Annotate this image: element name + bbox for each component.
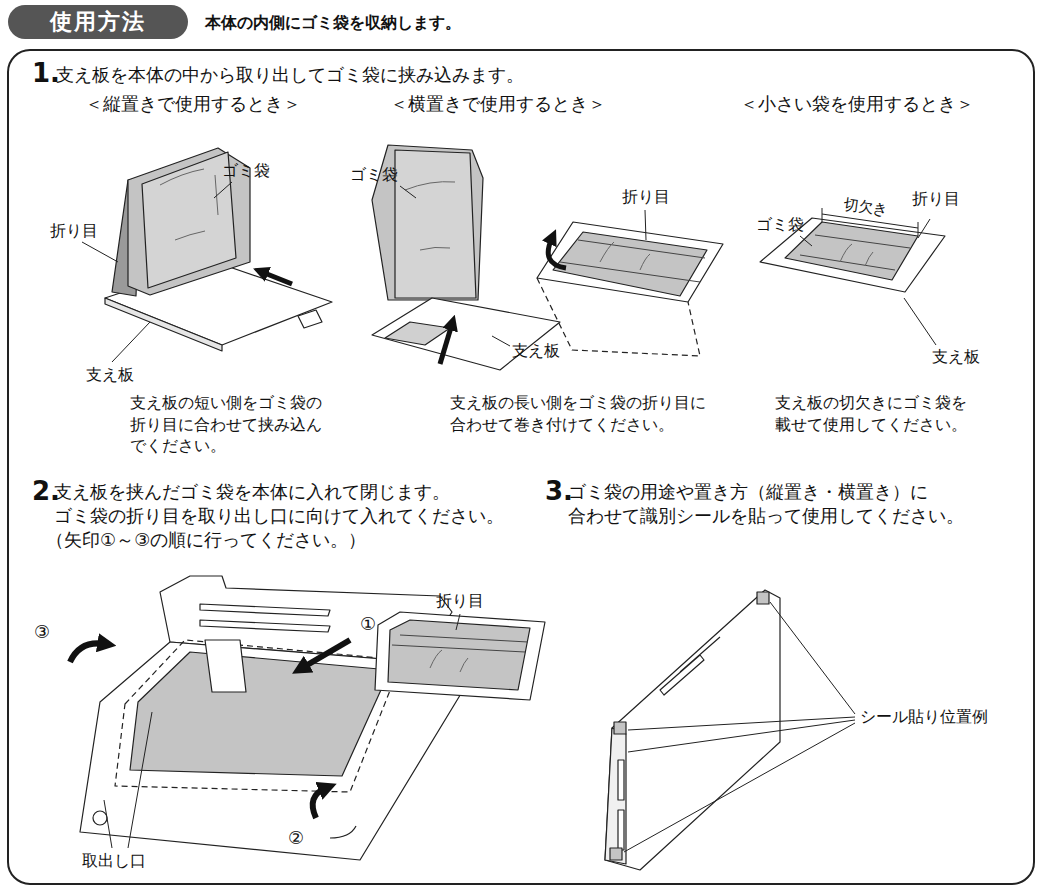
- callout-number: ①: [360, 612, 376, 636]
- step-text: 支え板を挟んだゴミ袋を本体に入れて閉じます。: [54, 480, 450, 504]
- subtitle: 本体の内側にゴミ袋を収納します。: [205, 12, 461, 34]
- step-text: （矢印①～③の順に行ってください。）: [46, 528, 366, 552]
- instruction-text: 支え板の長い側をゴミ袋の折り目に合わせて巻き付けてください。: [450, 392, 711, 435]
- callout-label: ゴミ袋: [222, 160, 270, 182]
- callout-number: ③: [34, 620, 50, 644]
- section-heading: ＜横置きで使用するとき＞: [390, 92, 606, 116]
- step-number: 1.: [32, 56, 60, 91]
- callout-label: 支え板: [512, 340, 560, 362]
- step-text: ゴミ袋の折り目を取り出し口に向けて入れてください。: [54, 504, 504, 528]
- callout-label: 支え板: [86, 364, 134, 386]
- callout-label: シール貼り位置例: [860, 706, 988, 728]
- callout-label: ゴミ袋: [350, 164, 398, 186]
- step-text: ゴミ袋の用途や置き方（縦置き・横置き）に: [568, 480, 928, 504]
- step-text: 合わせて識別シールを貼って使用してください。: [568, 504, 964, 528]
- callout-label: 折り目: [912, 188, 960, 210]
- sticker-position-figure: [605, 590, 855, 870]
- case-insert-figure: [70, 576, 545, 860]
- section-heading: ＜縦置きで使用するとき＞: [85, 92, 301, 116]
- callout-label: 折り目: [50, 220, 98, 242]
- callout-label: 切欠き: [842, 194, 889, 220]
- horizontal-use-figure: [372, 145, 723, 370]
- step-text: 支え板を本体の中から取り出してゴミ袋に挟み込みます。: [56, 63, 524, 87]
- callout-label: ゴミ袋: [756, 214, 804, 236]
- callout-number: ②: [288, 826, 304, 850]
- instruction-text: 支え板の短い側をゴミ袋の折り目に合わせて挟み込んでください。: [130, 392, 327, 457]
- heading-pill: 使用方法: [8, 5, 188, 39]
- callout-label: 支え板: [932, 346, 980, 368]
- vertical-use-figure: [82, 148, 332, 362]
- callout-label: 取出し口: [82, 850, 146, 872]
- callout-label: 折り目: [436, 590, 484, 612]
- callout-label: 折り目: [622, 186, 670, 208]
- panel-frame: [8, 50, 1034, 884]
- heading-text: 使用方法: [50, 7, 146, 37]
- section-heading: ＜小さい袋を使用するとき＞: [740, 92, 974, 116]
- instruction-text: 支え板の切欠きにゴミ袋を載せて使用してください。: [775, 392, 972, 435]
